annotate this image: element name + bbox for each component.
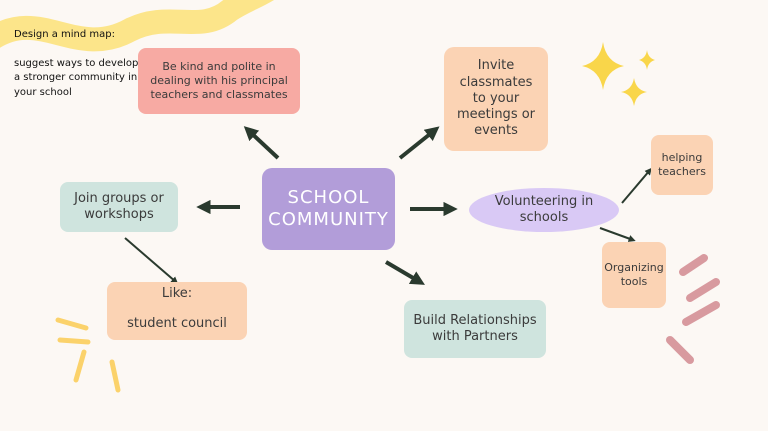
arrow-to-like bbox=[124, 237, 179, 284]
connector-arrows bbox=[196, 126, 458, 285]
helping-node: helping teachers bbox=[651, 135, 713, 195]
kind-label: Be kind and polite in dealing with his p… bbox=[150, 60, 288, 101]
helping-label: helping teachers bbox=[658, 151, 706, 178]
center-node: SCHOOL COMMUNITY bbox=[262, 168, 395, 250]
sparkle-icon bbox=[582, 42, 655, 106]
build-node: Build Relationships with Partners bbox=[404, 300, 546, 358]
arrow-to-helping bbox=[621, 167, 652, 204]
join-node: Join groups or workshops bbox=[60, 182, 178, 232]
volunteer-label: Volunteering in schools bbox=[494, 193, 594, 225]
volunteer-node: Volunteering in schools bbox=[469, 188, 619, 232]
intro-text: Design a mind map: suggest ways to devel… bbox=[14, 28, 144, 100]
arrow-to-invite bbox=[398, 126, 440, 160]
organizing-node: Organizing tools bbox=[602, 242, 666, 308]
organizing-label: Organizing tools bbox=[604, 261, 664, 288]
arrow-to-organizing bbox=[599, 227, 636, 242]
center-label: SCHOOL COMMUNITY bbox=[268, 187, 389, 230]
like-item: student council bbox=[127, 315, 227, 331]
arrow-to-kind bbox=[243, 126, 280, 160]
invite-label: Invite classmates to your meetings or ev… bbox=[456, 58, 536, 139]
kind-node: Be kind and polite in dealing with his p… bbox=[138, 48, 300, 114]
intro-task: suggest ways to develop a stronger commu… bbox=[14, 57, 139, 98]
build-label: Build Relationships with Partners bbox=[413, 312, 537, 344]
burst-decoration bbox=[55, 317, 121, 393]
invite-node: Invite classmates to your meetings or ev… bbox=[444, 47, 548, 151]
intro-title: Design a mind map: bbox=[14, 29, 115, 40]
arrow-to-build bbox=[384, 260, 425, 285]
connector-arrows-thin bbox=[124, 167, 652, 284]
like-title: Like: bbox=[161, 286, 193, 301]
join-label: Join groups or workshops bbox=[74, 190, 164, 222]
strokes-decoration bbox=[666, 254, 720, 364]
yellow-wave-decoration bbox=[0, 0, 275, 52]
like-node: Like: student council bbox=[107, 282, 247, 340]
